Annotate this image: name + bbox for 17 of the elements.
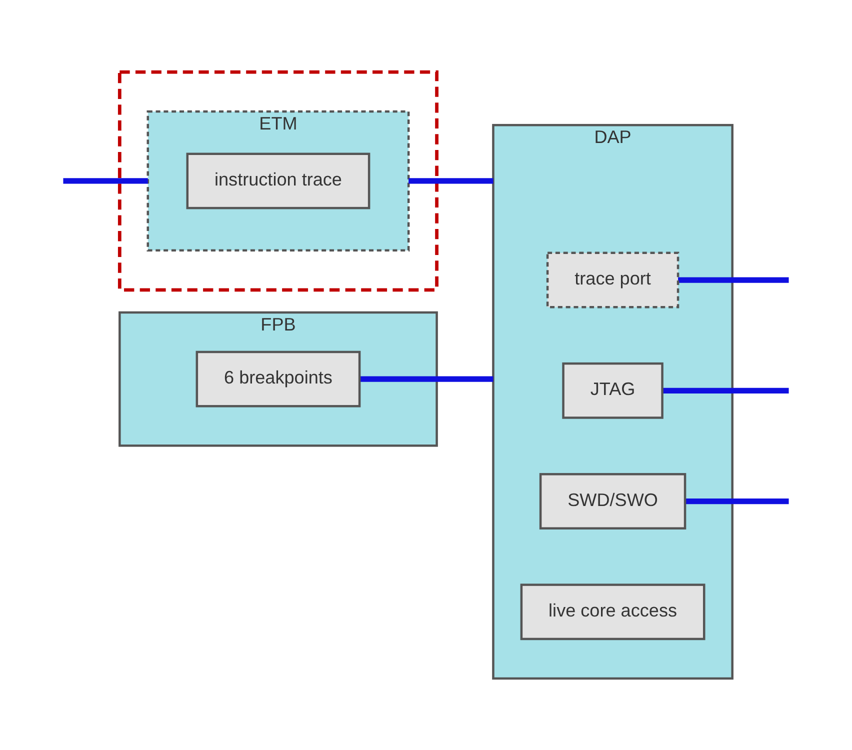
cluster xyxy=(146,110,410,252)
connector xyxy=(360,376,494,382)
node-box xyxy=(539,472,686,530)
cluster xyxy=(492,124,734,680)
node-box xyxy=(546,252,680,308)
cluster xyxy=(118,70,438,292)
node-box xyxy=(562,362,664,419)
node-box xyxy=(520,583,706,640)
connector xyxy=(678,276,789,283)
connector xyxy=(63,178,148,184)
connector xyxy=(662,388,789,394)
connector xyxy=(408,178,494,184)
node-box xyxy=(196,350,361,408)
cluster xyxy=(118,311,438,447)
connector xyxy=(685,498,789,504)
block-diagram: ETM instruction trace DAP FPB 6 breakpoints trace port JTAG SWD/SWO live core access xyxy=(0,62,852,688)
node-box xyxy=(186,152,370,209)
